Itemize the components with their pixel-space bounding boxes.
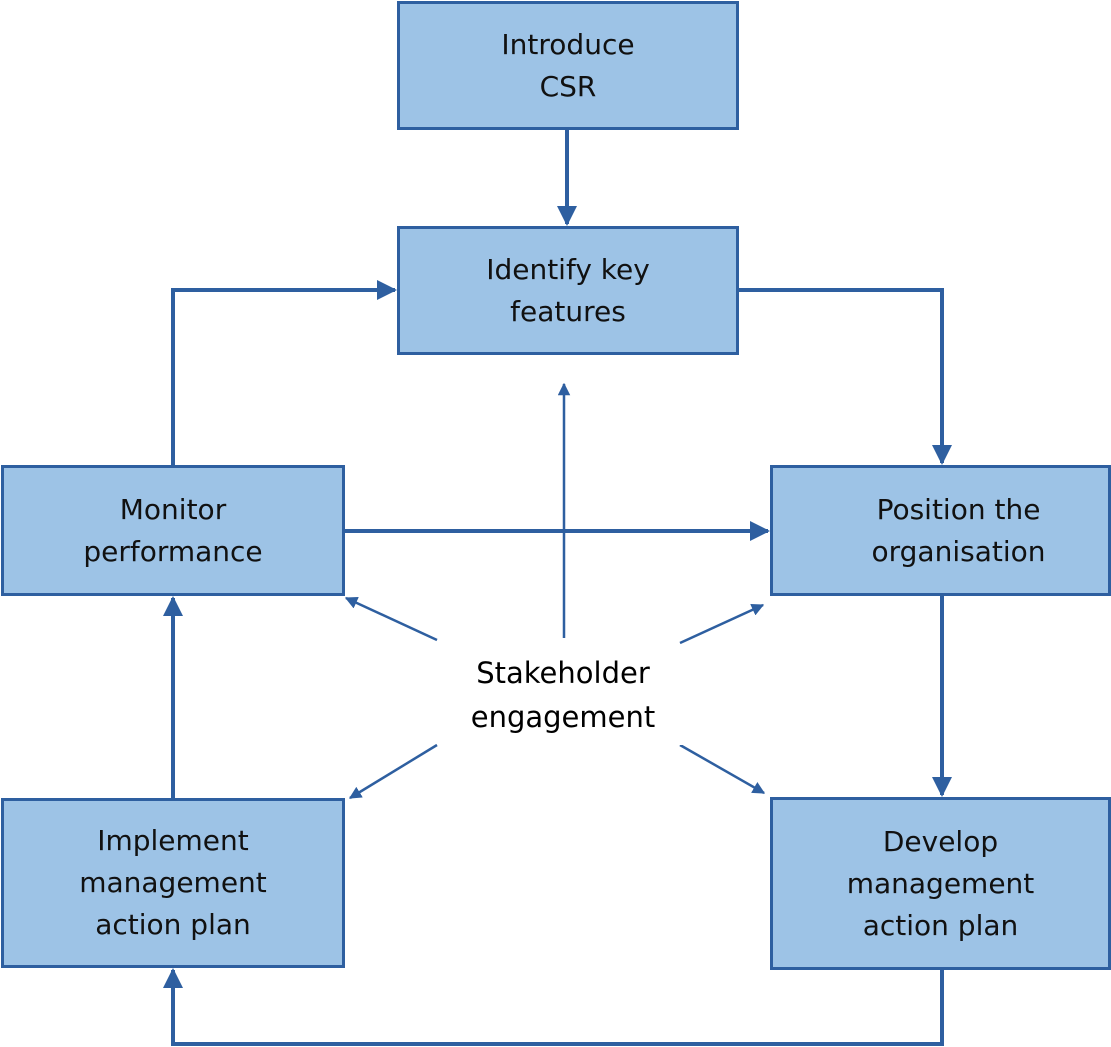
node-position-the-organisation-label: Position the organisation (871, 492, 1046, 568)
node-implement-action-plan: Implement management action plan (1, 798, 345, 968)
node-identify-key-features: Identify key features (397, 226, 739, 355)
node-develop-action-plan-label: Develop management action plan (846, 824, 1035, 942)
arrow-stakeholder-to-implement (348, 743, 438, 800)
node-introduce-csr-label: Introduce CSR (501, 27, 635, 103)
arrow-stakeholder-to-develop (679, 743, 766, 795)
arrow-monitor-to-identify (171, 280, 397, 465)
stakeholder-engagement-hub: Stakeholder engagement (438, 645, 688, 745)
node-develop-action-plan: Develop management action plan (770, 797, 1111, 970)
node-position-the-organisation: Position the organisation (770, 465, 1111, 596)
arrow-stakeholder-to-position (679, 603, 765, 645)
arrow-develop-to-implement (163, 968, 944, 1046)
arrow-identify-to-position (739, 288, 952, 465)
node-introduce-csr: Introduce CSR (397, 1, 739, 130)
node-monitor-performance: Monitor performance (1, 465, 345, 596)
arrow-stakeholder-to-monitor (344, 596, 438, 642)
node-monitor-performance-label: Monitor performance (83, 492, 263, 568)
node-identify-key-features-label: Identify key features (486, 252, 650, 328)
node-implement-action-plan-label: Implement management action plan (79, 824, 267, 941)
stakeholder-engagement-label: Stakeholder engagement (470, 656, 656, 734)
